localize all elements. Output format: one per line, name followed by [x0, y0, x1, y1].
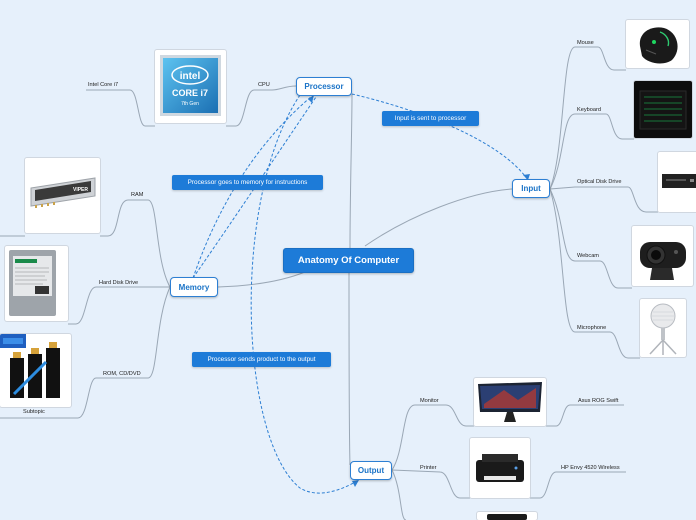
link-cpu-intel — [226, 89, 255, 127]
link-root-processor — [349, 93, 353, 249]
relation-processor-output — [250, 94, 360, 494]
topic-output[interactable]: Output — [350, 461, 392, 480]
topic-input[interactable]: Input — [512, 179, 550, 198]
link-input-mic — [549, 188, 640, 359]
link-printer-item — [530, 471, 626, 499]
link-input-webcam — [549, 188, 632, 289]
link-output-third — [391, 469, 407, 520]
label-optical-disk-drive[interactable]: Optical Disk Drive — [577, 179, 622, 185]
label-keyboard[interactable]: Keyboard — [577, 107, 601, 113]
topic-processor[interactable]: Processor — [296, 77, 352, 96]
root-topic[interactable]: Anatomy Of Computer — [283, 248, 414, 273]
link-root-output — [348, 271, 351, 466]
label-asus-rog-swift[interactable]: Asus ROG Swift — [578, 398, 619, 404]
link-root-input — [364, 188, 513, 247]
relation-label-memory[interactable]: Processor goes to memory for instruction… — [172, 175, 323, 190]
optical-disk-drive-image — [658, 152, 696, 212]
link-memory-hdd — [68, 286, 170, 325]
link-memory-ram — [100, 199, 171, 288]
link-output-printer — [391, 469, 470, 499]
monitor-image — [474, 378, 546, 426]
intel-core-i7-image: intel CORE i7 7th Gen — [155, 50, 226, 123]
third-output-image — [477, 512, 537, 520]
link-input-mouse — [549, 46, 626, 190]
label-hp-envy[interactable]: HP Envy 4520 Wireless — [561, 465, 620, 471]
intel-brand-text: intel — [180, 71, 201, 82]
label-microphone[interactable]: Microphone — [577, 325, 607, 331]
label-hard-disk-drive[interactable]: Hard Disk Drive — [99, 280, 139, 286]
relation-processor-input — [351, 93, 529, 181]
ram-image: VIPER — [25, 158, 100, 233]
link-memory-rom — [0, 286, 171, 419]
arrowhead-output — [352, 480, 359, 487]
webcam-image — [632, 226, 693, 286]
ram-brand-text: VIPER — [73, 187, 88, 193]
relation-label-input[interactable]: Input is sent to processor — [382, 111, 479, 126]
keyboard-image — [634, 81, 692, 138]
rom-cd-dvd-image — [0, 334, 71, 407]
printer-image — [470, 438, 530, 498]
label-mouse[interactable]: Mouse — [577, 40, 594, 46]
link-monitor-item — [546, 404, 624, 427]
topic-memory[interactable]: Memory — [170, 277, 218, 297]
link-output-monitor — [391, 404, 474, 471]
link-input-odd — [549, 186, 658, 213]
link-input-keyboard — [549, 113, 634, 190]
arrowhead-input — [523, 174, 530, 180]
relation-label-output[interactable]: Processor sends product to the output — [192, 352, 331, 367]
link-root-memory — [217, 271, 306, 288]
label-printer[interactable]: Printer — [420, 465, 437, 471]
relation-memory-processor — [192, 95, 313, 279]
label-subtopic[interactable]: Subtopic — [23, 409, 45, 415]
intel-model-text: CORE i7 — [172, 88, 208, 98]
intel-gen-text: 7th Gen — [181, 101, 199, 107]
mouse-image — [626, 20, 689, 68]
microphone-image — [640, 299, 686, 357]
label-monitor[interactable]: Monitor — [420, 398, 439, 404]
arrowhead-processor — [308, 95, 314, 103]
label-intel-core-i7[interactable]: Intel Core i7 — [88, 82, 119, 88]
label-rom-cd-dvd[interactable]: ROM, CD/DVD — [103, 371, 141, 377]
hard-disk-drive-image — [5, 246, 68, 321]
label-ram[interactable]: RAM — [131, 192, 144, 198]
label-webcam[interactable]: Webcam — [577, 253, 599, 259]
link-processor-cpu — [254, 85, 297, 91]
label-cpu[interactable]: CPU — [258, 82, 270, 88]
link-intel-item — [86, 89, 155, 127]
